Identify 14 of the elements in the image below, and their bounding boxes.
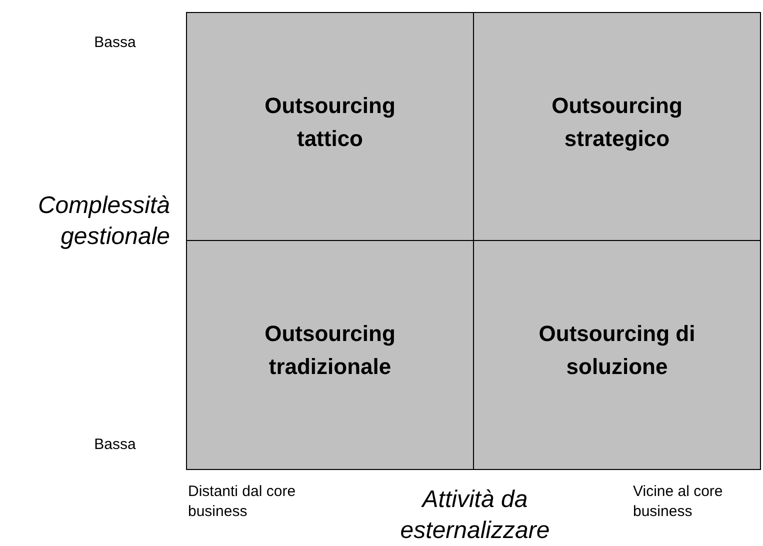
quadrant-title: Outsourcing tattico bbox=[264, 92, 396, 153]
quadrant-box bbox=[473, 12, 761, 241]
quadrant-title: Outsourcing tradizionale bbox=[264, 320, 396, 381]
axis-title: Attività da esternalizzare bbox=[399, 485, 551, 546]
quadrant-title: Outsourcing di soluzione bbox=[538, 320, 696, 381]
axis-label: Distanti dal core business bbox=[188, 482, 297, 521]
axis-label: Vicine al core business bbox=[633, 482, 724, 521]
quadrant-title: Outsourcing strategico bbox=[550, 92, 684, 153]
axis-label: Bassa bbox=[93, 435, 137, 455]
quadrant-box bbox=[186, 240, 474, 470]
quadrant-box bbox=[473, 240, 761, 470]
axis-label: Bassa bbox=[93, 33, 137, 53]
quadrant-box bbox=[186, 12, 474, 241]
axis-title: Complessità gestionale bbox=[36, 191, 170, 252]
